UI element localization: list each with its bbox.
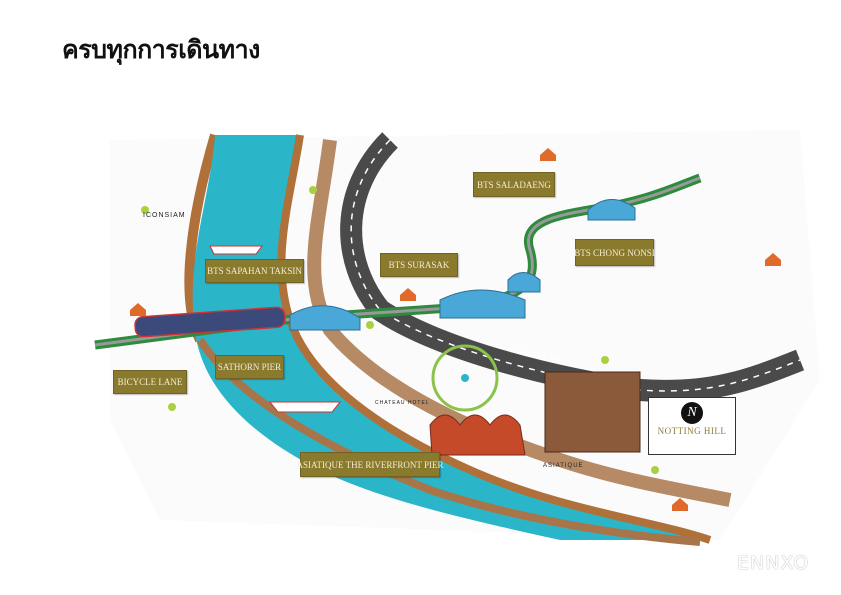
label-bts-surasak: BTS SURASAK [380, 253, 458, 277]
asiatique-text: ASIATIQUE [543, 463, 584, 469]
trees [141, 186, 659, 474]
notting-hill-logo: N NOTTING HILL [648, 397, 736, 455]
ferry-boat [209, 245, 263, 255]
station-surasak [439, 289, 526, 319]
houses [130, 148, 781, 511]
iconsiam-text: ICONSIAM [143, 212, 186, 219]
label-bts-saladaeng: BTS SALADAENG [473, 172, 555, 197]
river-bank-right [277, 134, 712, 544]
label-bts-chong-nonsi: BTS CHONG NONSI [574, 239, 655, 266]
label-bts-sapahan-taksin: BTS SAPAHAN TAKSIN [205, 259, 304, 283]
label-sathorn-pier: SATHORN PIER [215, 355, 284, 379]
station-saladaeng [587, 199, 636, 221]
label-bicycle-lane: BICYCLE LANE [113, 370, 187, 394]
page-title: ครบทุกการเดินทาง [62, 35, 260, 64]
logo-seal: N [681, 402, 703, 424]
ferry-boat-2 [268, 401, 342, 413]
station-sapahan-taksin [289, 305, 361, 331]
label-asiatique-pier: ASIATIQUE THE RIVERFRONT PIER [297, 452, 443, 477]
logo-name: NOTTING HILL [657, 426, 727, 436]
bts-train [134, 306, 286, 338]
riverside-road [196, 337, 701, 546]
notting-hill-building [544, 371, 641, 453]
watermark: ENNXO [737, 552, 810, 574]
asiatique-warehouse [429, 414, 526, 456]
charoen-krung-road [307, 139, 732, 507]
chateau-text: CHATEAU HOTEL [375, 400, 430, 406]
station-chong-nonsi [507, 272, 541, 293]
ferris-wheel [431, 344, 499, 412]
